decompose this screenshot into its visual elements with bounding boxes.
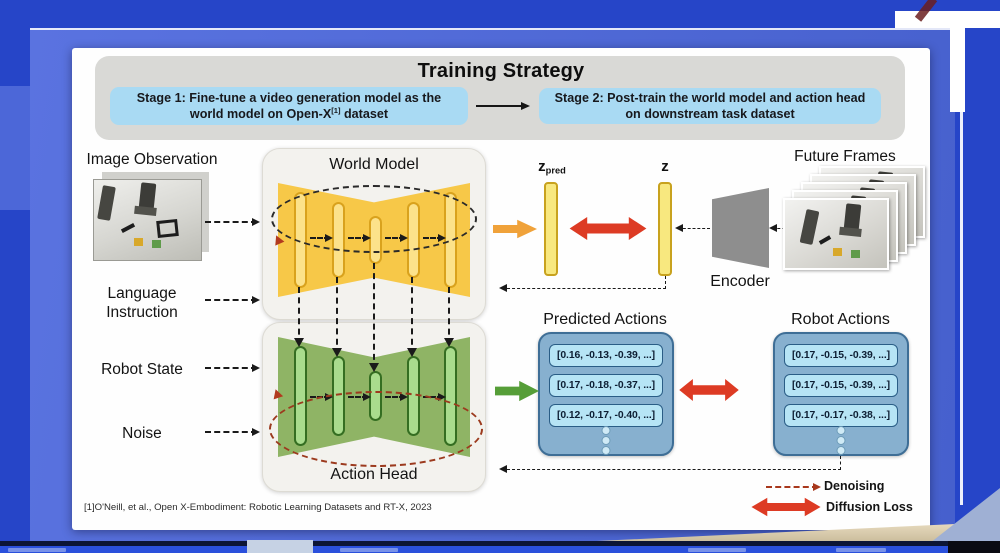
input-arrow-language xyxy=(205,295,260,304)
skip-connection-arrow xyxy=(369,263,379,372)
ellipsis-dot xyxy=(836,436,846,445)
robot-silhouette xyxy=(843,203,862,231)
z-latent-bar xyxy=(658,182,672,276)
bottom-strip xyxy=(0,546,1000,553)
action-head-card: Action Head xyxy=(262,322,486,492)
label-z: z xyxy=(661,158,669,175)
bottom-divider-bar xyxy=(0,541,1000,546)
corner-bracket-vertical xyxy=(950,11,965,112)
action-vector: [0.16, -0.13, -0.39, ...] xyxy=(549,344,663,367)
action-head-output-arrow xyxy=(495,380,539,402)
frame-accent-line xyxy=(960,30,963,505)
label-robot-state: Robot State xyxy=(101,361,183,378)
marker-strip xyxy=(818,235,832,245)
denoising-loop-ellipse xyxy=(269,391,483,467)
robot-actions-box: [0.17, -0.15, -0.39, ...] [0.17, -0.15, … xyxy=(773,332,909,456)
label-language-instruction: Language Instruction xyxy=(106,285,178,322)
encoder-trapezoid xyxy=(712,188,769,268)
denoising-legend-arrow-icon xyxy=(766,482,821,491)
label-action-head: Action Head xyxy=(330,466,418,483)
stage2-text: Stage 2: Post-train the world model and … xyxy=(554,90,866,121)
ellipsis-dot xyxy=(836,446,846,455)
label-encoder: Encoder xyxy=(710,273,770,290)
z-pred-latent-bar xyxy=(544,182,558,276)
legend-denoising: Denoising xyxy=(824,479,885,493)
diffusion-loss-arrow xyxy=(569,217,647,240)
stage1-text: Stage 1: Fine-tune a video generation mo… xyxy=(136,90,442,122)
denoising-loop-ellipse xyxy=(271,185,477,253)
robot-arm-silhouette xyxy=(97,185,116,221)
bottom-light-box xyxy=(247,540,313,553)
ellipsis-dot xyxy=(601,446,611,455)
action-vector: [0.17, -0.18, -0.37, ...] xyxy=(549,374,663,397)
ellipsis-dot xyxy=(601,426,611,435)
marker-strip xyxy=(120,222,136,234)
future-frames-stack xyxy=(783,166,929,276)
footnote-citation: [1]O'Neill, et al., Open X-Embodiment: R… xyxy=(84,502,432,513)
diffusion-loss-legend-arrow-icon xyxy=(751,497,821,517)
ellipsis-dot xyxy=(601,436,611,445)
action-vector: [0.12, -0.17, -0.40, ...] xyxy=(549,404,663,427)
input-arrow-noise xyxy=(205,427,260,436)
z-feedback-arrow xyxy=(499,283,666,292)
actions-feedback-line-vertical xyxy=(840,456,841,470)
yellow-cube xyxy=(134,238,143,246)
watermark xyxy=(688,547,746,552)
diffusion-loss-arrow xyxy=(679,378,739,402)
label-image-observation: Image Observation xyxy=(86,151,218,168)
robot-gripper-silhouette xyxy=(138,182,157,210)
encoder-to-z-arrow xyxy=(675,223,710,232)
label-future-frames: Future Frames xyxy=(794,148,896,165)
skip-connection-arrow xyxy=(332,277,342,357)
skip-connection-arrow xyxy=(294,287,304,347)
label-predicted-actions: Predicted Actions xyxy=(543,311,667,328)
stage2-box: Stage 2: Post-train the world model and … xyxy=(539,88,881,124)
corner-bracket-horizontal xyxy=(895,11,1000,28)
green-cube xyxy=(152,240,161,248)
predicted-actions-box: [0.16, -0.13, -0.39, ...] [0.17, -0.18, … xyxy=(538,332,674,456)
input-arrow-image xyxy=(205,217,260,226)
skip-connection-arrow xyxy=(444,287,454,347)
label-z-pred: zpred xyxy=(538,158,566,176)
page-title: Training Strategy xyxy=(417,60,585,82)
ellipsis-dot xyxy=(836,426,846,435)
yellow-cube xyxy=(833,248,842,256)
label-robot-actions: Robot Actions xyxy=(791,311,890,328)
stage1-box: Stage 1: Fine-tune a video generation mo… xyxy=(110,87,468,125)
label-world-model: World Model xyxy=(329,156,419,173)
watermark xyxy=(340,547,398,552)
slide-panel: Training Strategy Stage 1: Fine-tune a v… xyxy=(72,48,930,530)
actions-feedback-arrow xyxy=(499,464,841,473)
stage-arrow-icon xyxy=(476,102,530,110)
robot-arm-silhouette xyxy=(799,209,820,245)
input-arrow-state xyxy=(205,363,260,372)
label-noise: Noise xyxy=(122,425,162,442)
legend-diffusion-loss: Diffusion Loss xyxy=(826,500,913,514)
bottom-dark-end xyxy=(948,541,1000,553)
watermark xyxy=(836,547,886,552)
square-outline xyxy=(156,218,179,239)
action-vector: [0.17, -0.17, -0.38, ...] xyxy=(784,404,898,427)
world-model-output-arrow xyxy=(493,219,537,239)
action-vector: [0.17, -0.15, -0.39, ...] xyxy=(784,344,898,367)
action-vector: [0.17, -0.15, -0.39, ...] xyxy=(784,374,898,397)
skip-connection-arrow xyxy=(407,277,417,357)
robot-observation-image xyxy=(93,179,202,261)
watermark xyxy=(8,547,66,552)
green-cube xyxy=(851,250,860,258)
z-feedback-line-vertical xyxy=(665,276,666,289)
future-frame xyxy=(783,198,889,270)
